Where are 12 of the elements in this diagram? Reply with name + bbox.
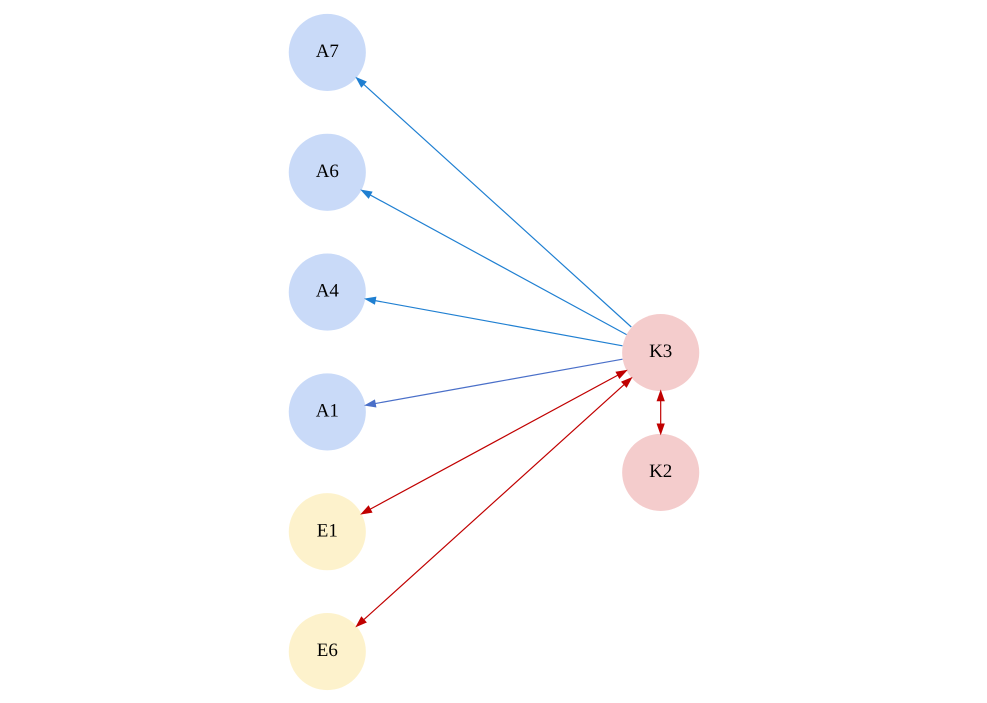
arrow: [364, 296, 622, 346]
node-circle: A4: [288, 253, 366, 330]
arrow: [364, 358, 622, 408]
node-circle: A1: [288, 372, 366, 450]
node-circle: A6: [288, 133, 366, 210]
arrow: [656, 388, 664, 435]
arrow: [360, 369, 628, 514]
node-circle: K2: [622, 433, 699, 510]
arrow: [360, 189, 626, 335]
arrow: [354, 376, 632, 627]
arrow: [354, 76, 632, 327]
node-circle: E1: [288, 492, 366, 570]
